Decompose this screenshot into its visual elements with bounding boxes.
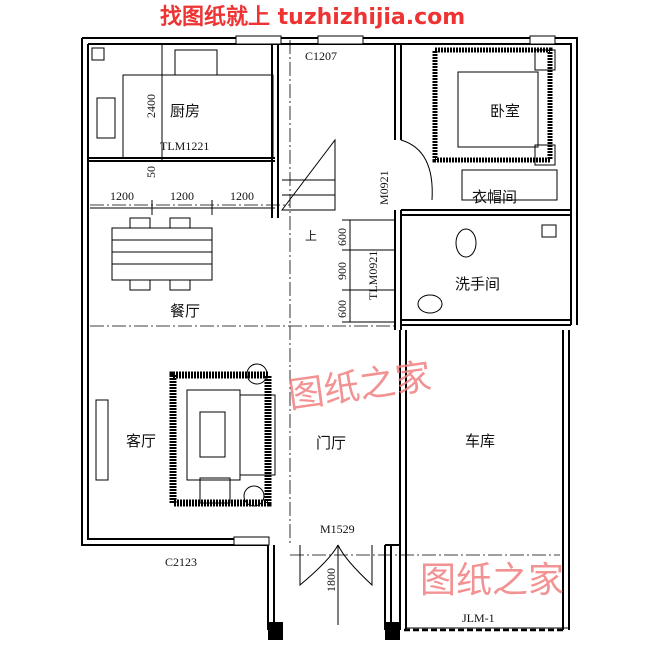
window-label-bottom: C2123 [165,555,197,569]
dim-dining-3: 1200 [230,189,254,203]
dim-gap: 50 [144,166,158,178]
door-label-main: M1529 [320,522,355,536]
dim-dining-2: 1200 [170,189,194,203]
stair-up-label: 上 [305,229,317,243]
room-living: 客厅 [126,432,156,450]
room-foyer: 门厅 [316,434,346,452]
grid-lines [90,40,560,556]
door-label-garage: JLM-1 [462,611,495,625]
room-dining: 餐厅 [170,302,200,320]
room-kitchen: 厨房 [170,102,200,120]
door-label-kitchen: TLM1221 [160,139,209,153]
furniture [91,47,558,507]
watermark-top: 找图纸就上 tuzhizhijia.com [160,4,465,30]
dim-kitchen-depth: 2400 [144,94,158,118]
dim-dining-1: 1200 [110,189,134,203]
door-label-bath: TLM0921 [366,251,380,300]
room-garage: 车库 [465,432,495,450]
room-washroom: 洗手间 [455,275,500,293]
door-label-bedroom: M0921 [377,170,391,205]
dim-side-1: 600 [335,228,349,246]
room-cloakroom: 衣帽间 [472,188,517,206]
watermark-bottom: 图纸之家 [420,560,564,601]
dim-porch: 1800 [324,568,338,592]
room-bedroom: 卧室 [490,102,520,120]
dim-side-3: 600 [335,300,349,318]
watermark-mid: 图纸之家 [286,356,434,417]
window-label-top: C1207 [305,49,337,63]
dim-side-2: 900 [335,262,349,280]
walls [81,35,578,640]
